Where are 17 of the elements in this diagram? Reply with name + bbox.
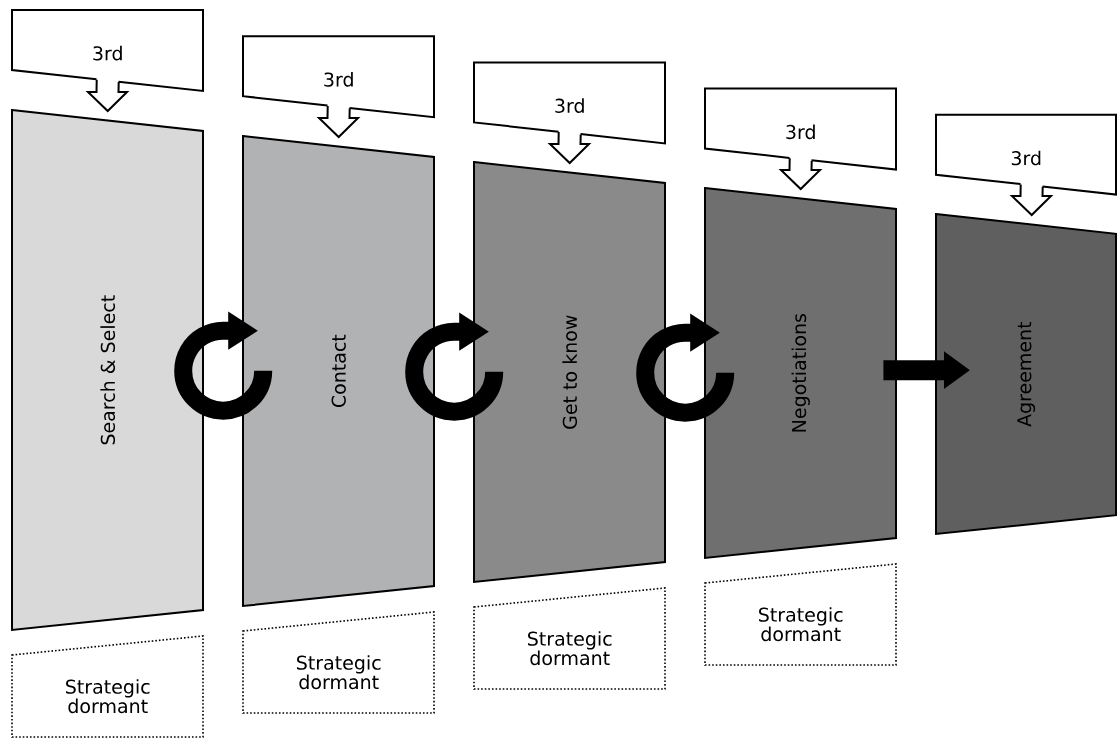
callout-box: 3rd [242, 35, 435, 119]
pointer-arrow [85, 78, 130, 113]
dotted-box: Strategic dormant [704, 563, 897, 666]
pointer-arrow [1009, 183, 1054, 217]
cycle-arrow [405, 312, 504, 421]
dotted-box: Strategic dormant [11, 635, 204, 738]
pointer-arrow [778, 157, 823, 191]
dotted-box: Strategic dormant [473, 587, 666, 690]
pointer-arrow [316, 104, 361, 139]
callout-box: 3rd [704, 87, 897, 171]
cycle-arrow [174, 311, 273, 420]
callout-box: 3rd [473, 61, 666, 145]
callout-box: 3rd [935, 113, 1117, 196]
dotted-box: Strategic dormant [242, 611, 435, 714]
callout-box: 3rd [11, 9, 204, 93]
pointer-arrow [547, 131, 592, 165]
cycle-arrow [636, 313, 735, 422]
